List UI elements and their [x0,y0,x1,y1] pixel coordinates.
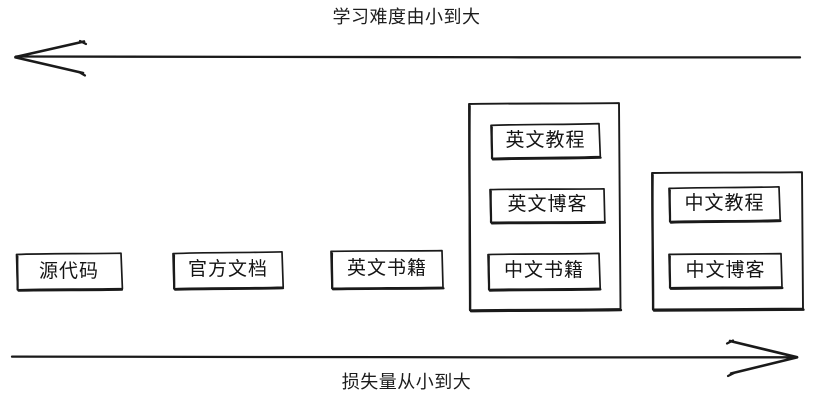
node-label-english-books: 英文书籍 [346,258,427,279]
arrow-left-icon [14,39,802,77]
node-label-official-docs: 官方文档 [187,258,268,280]
node-label-english-blog: 英文博客 [507,194,588,215]
node-label-chinese-tutorial: 中文教程 [684,193,765,214]
bottom-axis-caption: 损失量从小到大 [341,372,472,392]
node-label-chinese-books: 中文书籍 [503,260,584,281]
top-axis-caption: 学习难度由小到大 [332,7,481,27]
node-label-source-code: 源代码 [38,260,99,282]
node-label-chinese-blog: 中文博客 [685,259,766,281]
node-label-english-tutorial: 英文教程 [505,129,586,151]
